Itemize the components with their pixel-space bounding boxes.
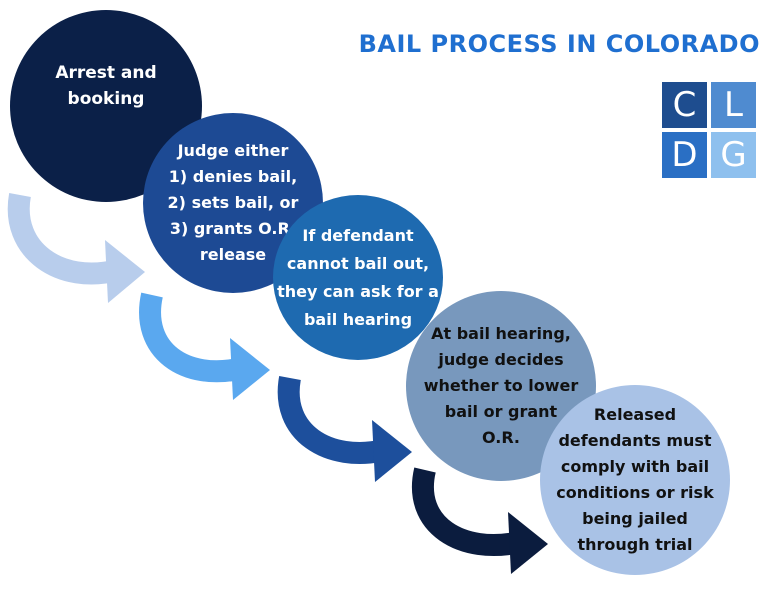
curved-arrow-4 <box>412 467 548 574</box>
step-5-circle: Released defendants must comply with bai… <box>540 385 730 575</box>
step-4-circle: At bail hearing, judge decides whether t… <box>406 291 596 481</box>
logo-cell-d: D <box>662 132 707 178</box>
step-4-text: At bail hearing, judge decides whether t… <box>423 324 579 447</box>
curved-arrow-2 <box>139 292 270 400</box>
step-2-text: Judge either 1) denies bail, 2) sets bai… <box>167 141 299 264</box>
step-1-circle: Arrest and booking <box>10 10 202 202</box>
step-1-text: Arrest and booking <box>55 63 157 109</box>
step-3-circle: If defendant cannot bail out, they can a… <box>273 195 443 360</box>
logo-cell-c: C <box>662 82 707 128</box>
logo-cell-l: L <box>711 82 756 128</box>
curved-arrow-1 <box>7 193 145 303</box>
logo-cell-g: G <box>711 132 756 178</box>
page-title: BAIL PROCESS IN COLORADO <box>358 30 760 58</box>
step-5-text: Released defendants must comply with bai… <box>556 405 714 554</box>
cldg-logo: C L D G <box>662 82 756 178</box>
step-3-text: If defendant cannot bail out, they can a… <box>277 225 439 329</box>
curved-arrow-3 <box>277 376 412 482</box>
